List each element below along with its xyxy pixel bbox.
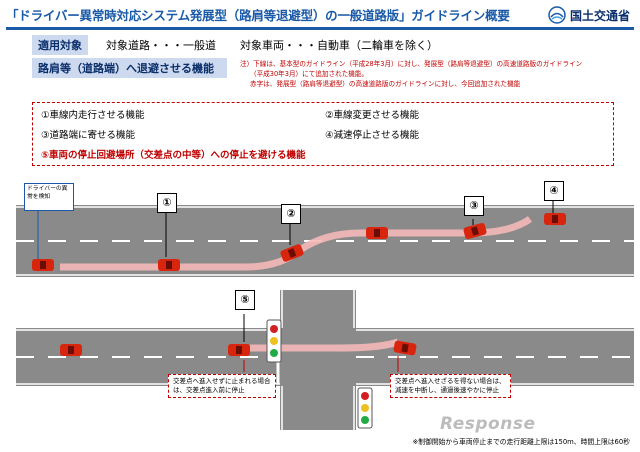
section-label: 路肩等（道路端）へ退避させる機能	[32, 58, 227, 78]
marker-3: ③	[464, 196, 484, 216]
function-item-4: ④減速停止させる機能	[325, 130, 420, 141]
car-icon	[366, 227, 388, 239]
ministry-emblem-icon	[548, 6, 566, 24]
traffic-light-icon	[357, 387, 373, 429]
note-line-2: （平成30年3月）にて追加された機能。	[250, 70, 369, 78]
page-title: 「ドライバー異常時対応システム発展型（路肩等退避型）の一般道路版」ガイドライン概…	[6, 8, 510, 23]
callout-pass-through: 交差点へ進入せざるを得ない場合は、 減速を中断し、通過後速やかに停止	[390, 374, 511, 398]
traffic-light-icon	[266, 319, 282, 363]
car-icon	[393, 340, 417, 356]
ministry-name: 国土交通省	[570, 9, 631, 23]
title-rule	[6, 27, 634, 30]
car-icon	[228, 344, 250, 356]
callout-stop-before: 交差点へ進入せずに止まれる場合 は、交差点進入前に停止	[168, 374, 276, 398]
note-line-1: 注）下線は、基本型のガイドライン（平成28年3月）に対し、発展型（路肩等退避型）…	[240, 60, 583, 68]
marker-5: ⑤	[235, 290, 255, 310]
lane-change-diagram	[16, 193, 634, 277]
watermark: Response	[440, 414, 536, 434]
marker-2: ②	[281, 204, 301, 224]
function-item-5: ⑤車両の停止回避場所（交差点の中等）への停止を避ける機能	[41, 150, 306, 161]
car-icon	[463, 223, 487, 239]
callout-pass-through-line-2: 減速を中断し、通過後速やかに停止	[395, 386, 499, 394]
marker-4: ④	[544, 181, 564, 201]
function-item-3: ③道路端に寄せる機能	[41, 130, 136, 141]
callout-stop-before-line-1: 交差点へ進入せずに止まれる場合	[173, 377, 271, 385]
car-icon	[32, 259, 54, 271]
scope-road: 対象道路・・・一般道	[106, 39, 216, 52]
callout-pass-through-line-1: 交差点へ進入せざるを得ない場合は、	[395, 377, 506, 385]
detect-label: ドライバーの異常を検知	[24, 183, 74, 211]
marker-1: ①	[157, 193, 177, 213]
function-item-2: ②車線変更させる機能	[325, 110, 420, 121]
scope-vehicle: 対象車両・・・自動車（二輪車を除く）	[240, 39, 438, 52]
scope-label: 適用対象	[32, 35, 88, 55]
car-icon	[60, 344, 82, 356]
callout-stop-before-line-2: は、交差点進入前に停止	[173, 386, 245, 394]
car-icon	[158, 259, 180, 271]
function-item-1: ①車線内走行させる機能	[41, 110, 145, 121]
car-icon	[544, 213, 566, 225]
intersection-diagram	[16, 290, 634, 430]
note-line-3: 赤字は、発展型（路肩等退避型）の高速道路版のガイドラインに対し、今回追加された機…	[250, 80, 521, 88]
footnote: ※制御開始から車両停止までの走行距離上限は150m、時間上限は60秒	[412, 438, 630, 446]
ministry-logo: 国土交通省	[548, 4, 636, 26]
car-icon	[280, 244, 304, 262]
function-list: ①車線内走行させる機能 ②車線変更させる機能 ③道路端に寄せる機能 ④減速停止さ…	[32, 102, 614, 166]
